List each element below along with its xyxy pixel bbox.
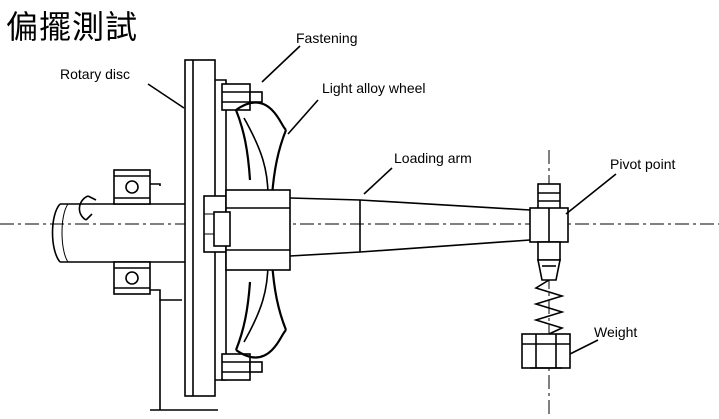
leader-light-alloy-wheel — [287, 99, 319, 135]
leader-pivot-point — [565, 173, 617, 215]
light-alloy-wheel — [213, 101, 291, 359]
label-rotary-disc: Rotary disc — [60, 66, 131, 82]
pivot-assembly — [529, 183, 569, 281]
spring — [533, 279, 565, 335]
label-light-alloy-wheel: Light alloy wheel — [322, 80, 426, 96]
leader-fastening — [261, 45, 301, 83]
leader-rotary-disc — [147, 83, 185, 109]
label-pivot-point: Pivot point — [610, 156, 676, 172]
label-weight: Weight — [594, 324, 638, 340]
upper-bearing — [113, 169, 151, 205]
leader-weight — [569, 339, 599, 355]
weight — [521, 333, 571, 369]
rotation-arrow-icon — [78, 195, 97, 221]
label-loading-arm: Loading arm — [394, 150, 472, 166]
loading-arm — [289, 197, 531, 257]
fastening-bottom — [221, 353, 263, 381]
machine-frame — [150, 183, 218, 411]
leader-loading-arm — [363, 167, 393, 195]
label-fastening: Fastening — [296, 30, 358, 46]
diagram-title: 偏擺測試 — [6, 8, 139, 46]
lower-bearing — [113, 261, 151, 295]
drive-shaft — [51, 203, 185, 263]
